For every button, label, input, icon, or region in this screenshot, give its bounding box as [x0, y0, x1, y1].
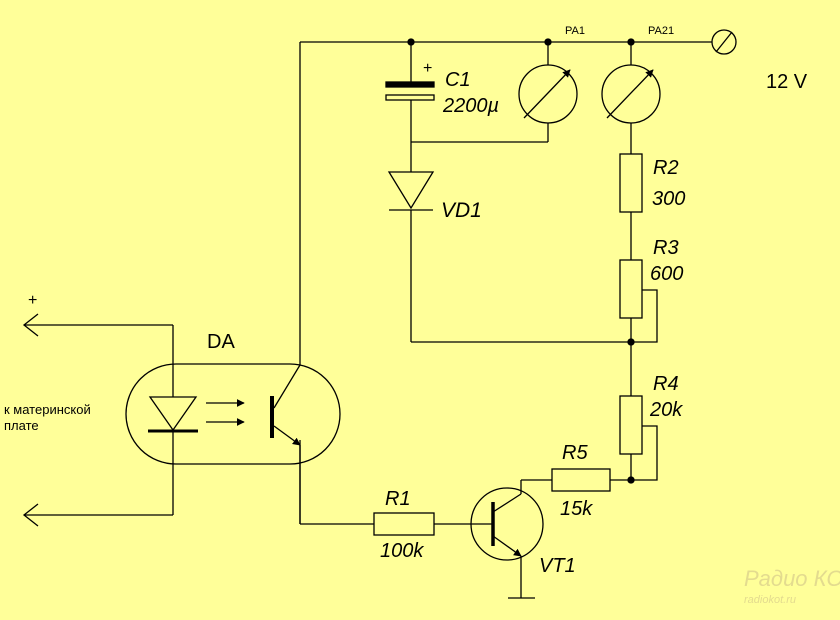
- motherboard-note-line2: плате: [4, 418, 39, 433]
- resistor-r4-icon: [619, 395, 643, 455]
- minus-arrow-icon: [22, 503, 39, 527]
- r5-name-label: R5: [562, 442, 588, 464]
- ammeter-pa1-label: PA1: [565, 25, 585, 37]
- plus-sign-label: +: [28, 292, 37, 309]
- ammeter-pa21-icon: [601, 64, 661, 124]
- resistor-r3-icon: [619, 259, 643, 319]
- junction-dot: [627, 338, 635, 346]
- diode-name-label: VD1: [441, 199, 482, 222]
- plus-arrow-icon: [22, 313, 39, 337]
- resistor-r2-icon: [619, 153, 643, 213]
- r3-name-label: R3: [653, 237, 679, 259]
- resistor-r5-icon: [551, 468, 611, 492]
- r4-name-label: R4: [653, 373, 679, 395]
- supply-voltage-label: 12 V: [766, 71, 808, 93]
- r4-value-label: 20k: [649, 399, 683, 421]
- optocoupler-name-label: DA: [207, 331, 235, 353]
- ammeter-pa21-label: PA21: [648, 25, 674, 37]
- r1-name-label: R1: [385, 488, 411, 510]
- optocoupler-da-outline: [125, 363, 341, 465]
- ammeter-pa1-icon: [518, 64, 578, 124]
- watermark-url: radiokot.ru: [744, 594, 796, 606]
- led-icon: [148, 396, 198, 433]
- wiper-r4: [631, 425, 658, 481]
- transistor-name-label: VT1: [539, 555, 576, 577]
- r2-value-label: 300: [652, 188, 685, 210]
- watermark-logo: Радио КОТ: [744, 566, 840, 591]
- supply-terminal-icon: [711, 29, 737, 55]
- phototransistor-icon: [270, 364, 301, 446]
- capacitor-value-label: 2200µ: [442, 95, 499, 117]
- capacitor-polarity-label: +: [423, 60, 432, 77]
- capacitor-c1-icon: [385, 81, 435, 101]
- r2-name-label: R2: [653, 157, 679, 179]
- resistor-r1-icon: [373, 512, 435, 536]
- wiper-r3: [631, 289, 658, 343]
- capacitor-name-label: C1: [445, 69, 471, 91]
- r5-value-label: 15k: [560, 498, 593, 520]
- r1-value-label: 100k: [380, 540, 424, 562]
- motherboard-note-line1: к материнской: [4, 402, 91, 417]
- r3-value-label: 600: [650, 263, 683, 285]
- diode-vd1-icon: [387, 171, 435, 211]
